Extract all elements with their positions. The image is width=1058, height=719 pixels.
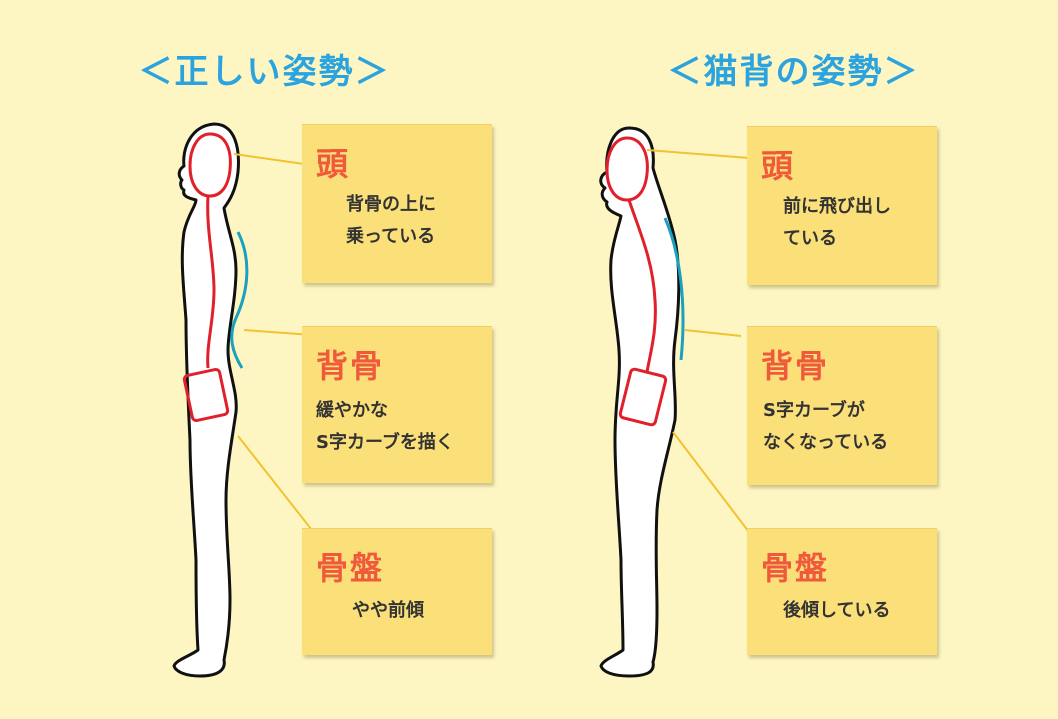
pelvis-note: 骨盤 後傾している	[747, 528, 937, 655]
note-line: S字カーブを描く	[316, 432, 454, 453]
panel-title: ＜猫背の姿勢＞	[667, 52, 920, 92]
note-body: 緩やかな S字カーブを描く	[302, 395, 506, 459]
note-line: 背骨の上に	[346, 194, 436, 215]
note-heading: 骨盤	[761, 549, 830, 587]
pelvis-box	[182, 368, 230, 422]
spine-note: 背骨 S字カーブが なくなっている	[747, 326, 937, 485]
note-line: S字カーブが	[763, 400, 865, 421]
note-line: ている	[783, 228, 837, 249]
note-line: 後傾している	[783, 600, 891, 621]
spine-line	[206, 195, 216, 369]
head-outline	[188, 132, 232, 198]
pelvis-note: 骨盤 やや前傾	[302, 528, 492, 655]
pelvis-leader	[672, 431, 756, 541]
note-line: 乗っている	[346, 226, 436, 247]
s-curve	[230, 231, 249, 369]
spine-leader	[684, 329, 742, 337]
note-heading: 頭	[761, 147, 796, 185]
note-body: やや前傾	[302, 595, 542, 627]
head-note: 頭 背骨の上に 乗っている	[302, 124, 492, 283]
spine-line	[627, 199, 657, 373]
note-body: 前に飛び出し ている	[747, 191, 973, 255]
spine-note: 背骨 緩やかな S字カーブを描く	[302, 326, 492, 483]
hunched-posture-panel: ＜猫背の姿勢＞ 頭 前に飛び出し ている 背骨 S字カーブが なくなっている 骨…	[529, 0, 1058, 719]
note-body: 背骨の上に 乗っている	[302, 189, 536, 253]
head-note: 頭 前に飛び出し ている	[747, 126, 937, 285]
note-body: S字カーブが なくなっている	[747, 395, 953, 459]
s-curve	[663, 217, 685, 361]
note-line: 前に飛び出し	[783, 196, 891, 217]
note-heading: 頭	[316, 145, 351, 183]
note-heading: 背骨	[316, 347, 385, 385]
note-heading: 背骨	[761, 347, 830, 385]
hunched-posture-figure	[599, 126, 756, 678]
note-body: 後傾している	[747, 595, 973, 627]
panel-title: ＜正しい姿勢＞	[138, 52, 391, 92]
note-line: 緩やかな	[316, 400, 388, 421]
head-leader	[646, 149, 750, 159]
note-line: なくなっている	[763, 432, 889, 453]
head-outline	[605, 136, 649, 202]
correct-posture-panel: ＜正しい姿勢＞ 頭 背骨の上に 乗っている 背骨 緩やかな S字カーブを描く 骨…	[138, 52, 492, 678]
pelvis-box	[618, 367, 668, 427]
head-leader	[233, 153, 305, 165]
body-outline	[599, 126, 681, 678]
body-outline	[172, 122, 240, 678]
note-heading: 骨盤	[316, 549, 385, 587]
note-line: やや前傾	[352, 600, 424, 621]
